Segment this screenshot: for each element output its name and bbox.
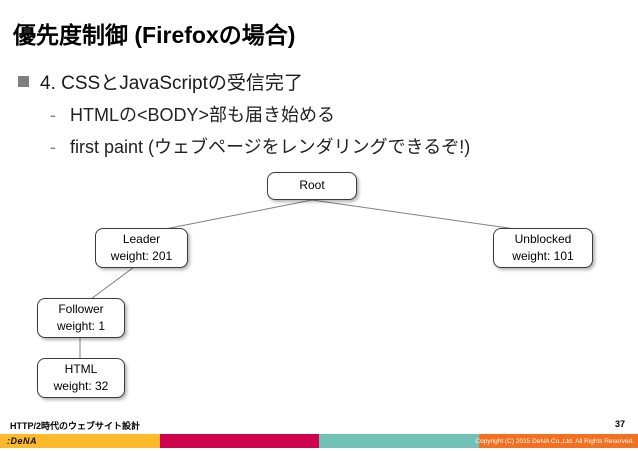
footer-book-title: HTTP/2時代のウェブサイト設計 (10, 421, 141, 431)
page-title: 優先度制御 (Firefoxの場合) (13, 22, 296, 48)
bar-segment-yellow: :DeNA (0, 434, 160, 448)
node-weight: weight: 201 (110, 249, 173, 263)
dash-icon: - (50, 137, 56, 157)
bar-segment-crimson (159, 434, 319, 448)
page-number: 37 (614, 419, 625, 429)
bar-segment-orange: Copyright (C) 2015 DeNA Co.,Ltd. All Rig… (475, 434, 638, 448)
node-weight: weight: 101 (512, 249, 574, 263)
connector-leader-follower (90, 266, 135, 300)
tree-node-leader: Leader weight: 201 (95, 228, 188, 268)
bullet-sub-1-text: HTMLの<BODY>部も届き始める (70, 105, 336, 125)
dena-logo: :DeNA (7, 436, 38, 446)
bullet-main-text: 4. CSSとJavaScriptの受信完了 (40, 73, 303, 94)
connector-root-leader (159, 199, 313, 231)
footer (0, 417, 638, 433)
tree-node-follower: Follower weight: 1 (37, 298, 125, 338)
bullet-sub-2-text: first paint (ウェブページをレンダリングできるぞ!) (70, 137, 471, 157)
bullet-sub-1: - HTMLの<BODY>部も届き始める (50, 101, 335, 127)
node-label: HTML (64, 361, 98, 376)
bar-segment-teal (319, 434, 479, 448)
node-weight: weight: 32 (53, 379, 109, 393)
node-label: Unblocked (514, 231, 572, 246)
node-label: Root (299, 178, 325, 193)
tree-node-html: HTML weight: 32 (37, 358, 125, 398)
bullet-square-icon (18, 76, 29, 87)
copyright-text: Copyright (C) 2015 DeNA Co.,Ltd. All Rig… (475, 437, 634, 445)
node-label: Follower (58, 301, 104, 316)
dash-icon: - (50, 105, 56, 125)
node-label: Leader (122, 231, 161, 246)
connector-root-unblocked (311, 199, 523, 231)
bullet-main: 4. CSSとJavaScriptの受信完了 (18, 68, 303, 95)
bullet-sub-2: - first paint (ウェブページをレンダリングできるぞ!) (50, 133, 470, 159)
footer-color-bar: :DeNA Copyright (C) 2015 DeNA Co.,Ltd. A… (0, 434, 638, 448)
node-weight: weight: 1 (56, 319, 106, 333)
tree-node-unblocked: Unblocked weight: 101 (493, 228, 593, 268)
tree-node-root: Root (267, 172, 357, 200)
